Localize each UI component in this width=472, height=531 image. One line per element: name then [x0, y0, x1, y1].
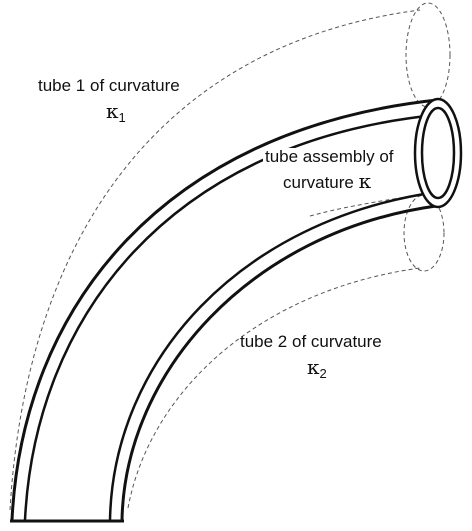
tube1-kappa-subscript: 1	[118, 110, 126, 125]
tube2-label: tube 2 of curvature	[240, 333, 382, 350]
assembly-label-line2: curvature κ	[281, 169, 374, 193]
tube1-label-text: tube 1 of curvature	[38, 76, 180, 95]
assembly-label-line1: tube assembly of	[263, 148, 396, 165]
assembly-label-text1: tube assembly of	[265, 147, 394, 166]
assembly-inner-wall-a	[108, 190, 438, 521]
tube1-label: tube 1 of curvature	[38, 77, 180, 94]
tube1-kappa: κ1	[106, 99, 126, 124]
assembly-label-text2: curvature	[283, 173, 354, 192]
tube2-kappa-symbol: κ	[307, 355, 320, 379]
tube2-kappa: κ2	[307, 355, 327, 380]
tube2-outline	[127, 267, 421, 509]
tube1-outline	[9, 9, 421, 511]
tube2-end-ellipse	[403, 194, 445, 272]
assembly-outer-wall-a	[10, 98, 438, 521]
assembly-kappa-symbol: κ	[358, 169, 372, 193]
tube2-kappa-subscript: 2	[319, 366, 327, 381]
tube1-end-ellipse	[405, 2, 451, 108]
assembly-inner-wall-b	[120, 204, 437, 521]
assembly-end-inner	[420, 106, 456, 200]
tube1-kappa-symbol: κ	[106, 99, 119, 123]
tube2-label-text: tube 2 of curvature	[240, 332, 382, 351]
assembly-outer-wall-b	[23, 113, 437, 521]
tube2-upper-outline	[309, 194, 421, 217]
